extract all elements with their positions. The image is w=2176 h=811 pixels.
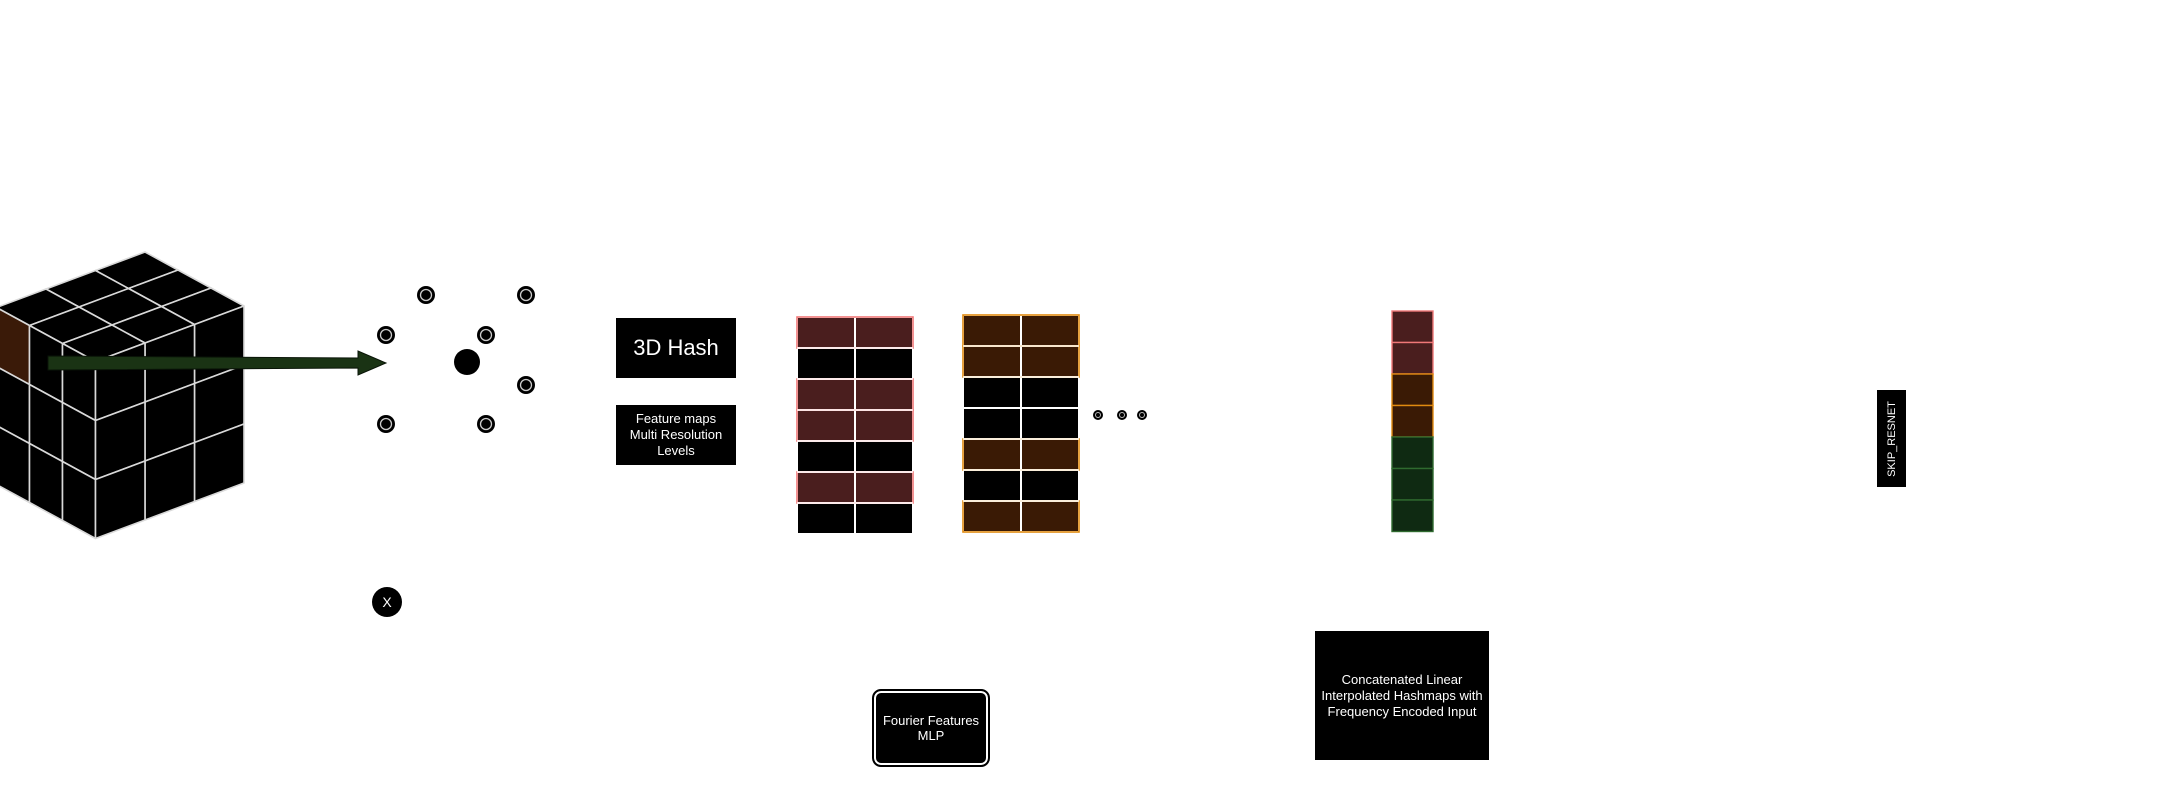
feature-maps-label-line: Levels bbox=[657, 443, 695, 458]
ellipsis-dot-ring bbox=[1119, 412, 1125, 418]
feature-cell bbox=[964, 378, 1020, 407]
grid-center-point bbox=[454, 349, 480, 375]
feature-cell bbox=[856, 411, 912, 440]
grid-vertex-ring bbox=[379, 328, 393, 342]
concat-cell bbox=[1391, 467, 1434, 501]
feature-cell bbox=[964, 409, 1020, 438]
grid-vertex-point bbox=[417, 286, 435, 304]
feature-cell bbox=[964, 347, 1020, 376]
ellipsis-dots bbox=[1093, 410, 1147, 420]
grid-vertex-ring bbox=[479, 328, 493, 342]
skip-resnet-label: SKIP_RESNET bbox=[1885, 400, 1898, 477]
feature-cell bbox=[798, 442, 854, 471]
concat-cell bbox=[1391, 341, 1434, 375]
grid-vertex-ring bbox=[419, 288, 433, 302]
concat-cell bbox=[1391, 436, 1434, 470]
concat-label-line: Frequency Encoded Input bbox=[1327, 703, 1477, 719]
feature-cell bbox=[1022, 347, 1078, 376]
grid-vertex-point bbox=[377, 326, 395, 344]
hash-label: 3D Hash bbox=[633, 335, 719, 360]
feature-cell bbox=[856, 504, 912, 533]
feature-maps-label-line: Feature maps bbox=[635, 411, 717, 426]
feature-cell bbox=[856, 442, 912, 471]
concat-cell bbox=[1391, 310, 1434, 344]
concat-cell bbox=[1391, 373, 1434, 407]
feature-cell bbox=[856, 473, 912, 502]
ellipsis-dot-ring bbox=[1095, 412, 1101, 418]
feature-cell bbox=[798, 504, 854, 533]
feature-cell bbox=[964, 440, 1020, 469]
feature-cell bbox=[1022, 471, 1078, 500]
feature-cell bbox=[856, 318, 912, 347]
cube-cell bbox=[94, 460, 146, 540]
grid-vertex-ring bbox=[379, 417, 393, 431]
feature-map-grid bbox=[796, 316, 914, 533]
ellipsis-dot-ring bbox=[1139, 412, 1145, 418]
grid-vertex-point bbox=[477, 326, 495, 344]
input-arrow bbox=[47, 350, 388, 376]
fourier-label-line: Fourier Features bbox=[882, 713, 980, 728]
feature-cell bbox=[1022, 316, 1078, 345]
skip-resnet-box: SKIP_RESNET bbox=[1877, 390, 1906, 487]
feature-cell bbox=[798, 380, 854, 409]
concat-label-line: Concatenated Linear bbox=[1341, 671, 1463, 687]
feature-cell bbox=[798, 473, 854, 502]
hash-label-box: 3D Hash bbox=[616, 318, 736, 378]
concat-label-line: Interpolated Hashmaps with bbox=[1321, 687, 1483, 703]
ellipsis-dot bbox=[1137, 410, 1147, 420]
voxel-grid-cube bbox=[0, 251, 245, 540]
grid-vertex-point bbox=[477, 415, 495, 433]
feature-cell bbox=[1022, 440, 1078, 469]
grid-vertex-ring bbox=[519, 378, 533, 392]
fourier-features-box: Fourier Features MLP bbox=[872, 689, 990, 767]
feature-cell bbox=[964, 316, 1020, 345]
ellipsis-dot bbox=[1117, 410, 1127, 420]
concatenated-vector bbox=[1391, 310, 1434, 533]
feature-cell bbox=[798, 318, 854, 347]
feature-cell bbox=[856, 380, 912, 409]
feature-cell bbox=[798, 349, 854, 378]
concat-cell bbox=[1391, 499, 1434, 533]
grid-vertex-point bbox=[517, 376, 535, 394]
feature-cell bbox=[798, 411, 854, 440]
arrow-shape bbox=[47, 350, 388, 376]
grid-vertex-point bbox=[377, 415, 395, 433]
feature-cell bbox=[964, 471, 1020, 500]
feature-maps-label-box: Feature maps Multi Resolution Levels bbox=[616, 405, 736, 465]
query-point-label: X bbox=[382, 594, 392, 610]
feature-cell bbox=[856, 349, 912, 378]
feature-maps-label-line: Multi Resolution bbox=[629, 427, 723, 442]
grid-vertex-ring bbox=[479, 417, 493, 431]
query-point-x: X bbox=[372, 587, 402, 617]
fourier-label-line: MLP bbox=[917, 728, 945, 743]
feature-cell bbox=[1022, 502, 1078, 531]
concat-cell bbox=[1391, 404, 1434, 438]
grid-vertex-ring bbox=[519, 288, 533, 302]
feature-maps bbox=[796, 314, 1080, 533]
concat-label-box: Concatenated Linear Interpolated Hashmap… bbox=[1315, 631, 1489, 760]
feature-map-grid bbox=[962, 314, 1080, 533]
grid-vertex-point bbox=[517, 286, 535, 304]
query-point-circle bbox=[372, 587, 402, 617]
grid-vertex-points bbox=[377, 286, 535, 433]
ellipsis-dot bbox=[1093, 410, 1103, 420]
feature-cell bbox=[1022, 378, 1078, 407]
feature-cell bbox=[1022, 409, 1078, 438]
feature-cell bbox=[964, 502, 1020, 531]
